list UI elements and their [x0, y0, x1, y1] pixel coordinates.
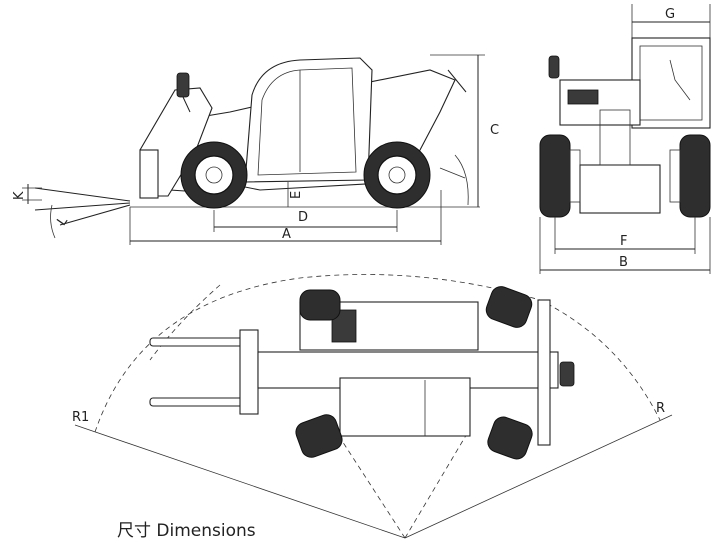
dim-label-d: D — [298, 210, 308, 225]
dim-label-r1: R1 — [72, 410, 89, 425]
dim-label-k: K — [12, 191, 27, 200]
dim-label-c: C — [490, 123, 499, 138]
dim-label-l: L — [54, 213, 71, 228]
dim-label-a: A — [282, 227, 291, 242]
side-view: C D A E K L — [12, 54, 499, 245]
dim-label-e: E — [289, 191, 304, 199]
dim-label-g: G — [665, 7, 675, 22]
dim-label-r: R — [656, 401, 665, 416]
dim-label-b: B — [619, 255, 628, 270]
top-view: R1 R — [72, 274, 673, 539]
dim-label-f: F — [620, 234, 627, 249]
caption-dimensions: 尺寸 Dimensions — [117, 521, 256, 541]
rear-view: G F B — [539, 4, 711, 274]
